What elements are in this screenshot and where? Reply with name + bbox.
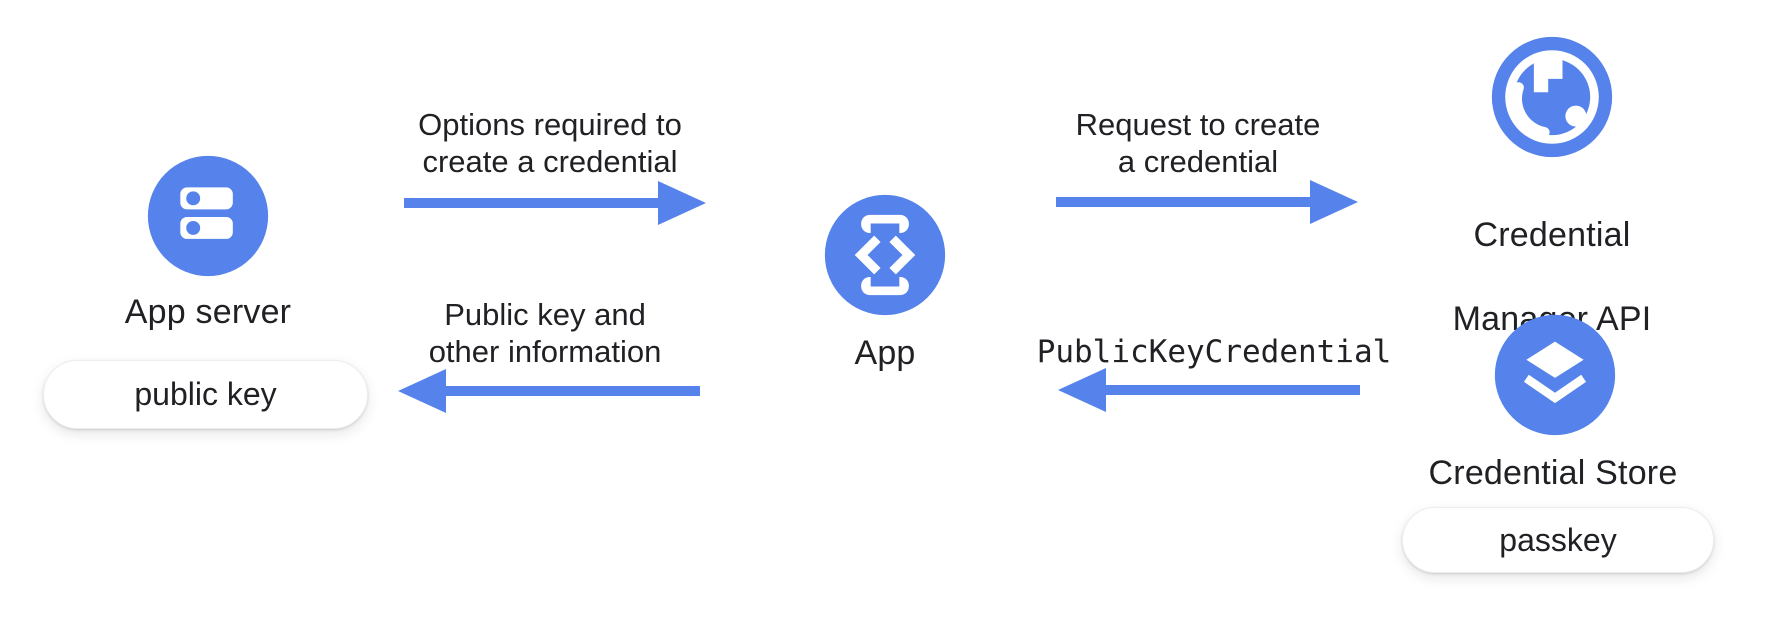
layers-icon bbox=[1494, 314, 1616, 436]
phone-code-icon bbox=[824, 194, 946, 316]
flow-request-label: Request to create a credential bbox=[1075, 107, 1321, 179]
public-key-pill: public key bbox=[43, 360, 368, 429]
arrow-left-public-key-credential-icon bbox=[1058, 368, 1360, 412]
server-rack-icon bbox=[147, 155, 269, 277]
arrow-right-options-icon bbox=[404, 181, 706, 225]
credential-store-label: Credential Store bbox=[1428, 454, 1678, 492]
public-key-pill-label: public key bbox=[134, 376, 277, 412]
app-server-label: App server bbox=[124, 293, 292, 331]
flow-options-label: Options required to create a credential bbox=[418, 107, 682, 179]
flow-public-key-info-label: Public key and other information bbox=[428, 297, 662, 369]
globe-icon bbox=[1491, 36, 1613, 158]
app-label: App bbox=[854, 334, 916, 372]
passkey-pill-label: passkey bbox=[1499, 521, 1617, 558]
arrow-left-public-key-info-icon bbox=[398, 369, 700, 413]
arrow-right-request-icon bbox=[1056, 180, 1358, 224]
passkey-pill: passkey bbox=[1402, 507, 1714, 573]
flow-public-key-credential-label: PublicKeyCredential bbox=[1036, 334, 1392, 370]
